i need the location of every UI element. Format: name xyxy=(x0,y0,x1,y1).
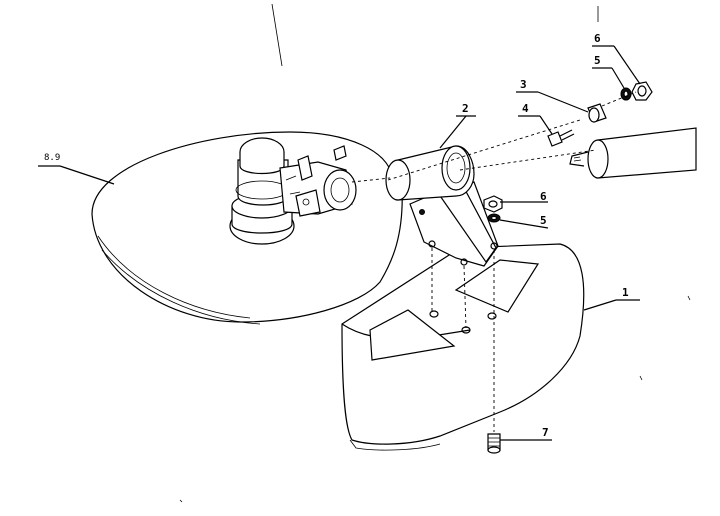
callout-5-top-label: 5 xyxy=(594,54,601,67)
gear-head xyxy=(229,137,357,245)
callout-7: 7 xyxy=(500,426,552,441)
assembly-lines xyxy=(351,91,637,432)
callout-1: 1 xyxy=(583,286,640,311)
callout-5-top: 5 xyxy=(592,54,625,89)
callout-3-label: 3 xyxy=(520,78,527,91)
callout-2: 2 xyxy=(439,102,476,149)
callout-6-top: 6 xyxy=(592,32,641,85)
callout-5-mid: 5 xyxy=(499,214,549,229)
hardware xyxy=(429,81,653,454)
callout-6-mid: 6 xyxy=(500,190,548,203)
stray-lines xyxy=(179,3,691,503)
callout-2-label: 2 xyxy=(462,102,469,115)
callout-8-9: 8.9 xyxy=(38,153,115,185)
callout-5-mid-label: 5 xyxy=(540,214,547,227)
callout-7-label: 7 xyxy=(542,426,549,439)
callout-3: 3 xyxy=(516,78,589,113)
callout-6-top-label: 6 xyxy=(594,32,601,45)
callout-8-9-label: 8.9 xyxy=(44,153,60,163)
mount-bracket xyxy=(385,145,499,267)
callout-4: 4 xyxy=(518,102,553,135)
callout-1-label: 1 xyxy=(622,286,629,299)
blade-guard xyxy=(341,243,585,451)
drive-shaft xyxy=(569,127,697,179)
callout-4-label: 4 xyxy=(522,102,529,115)
callout-6-mid-label: 6 xyxy=(540,190,547,203)
